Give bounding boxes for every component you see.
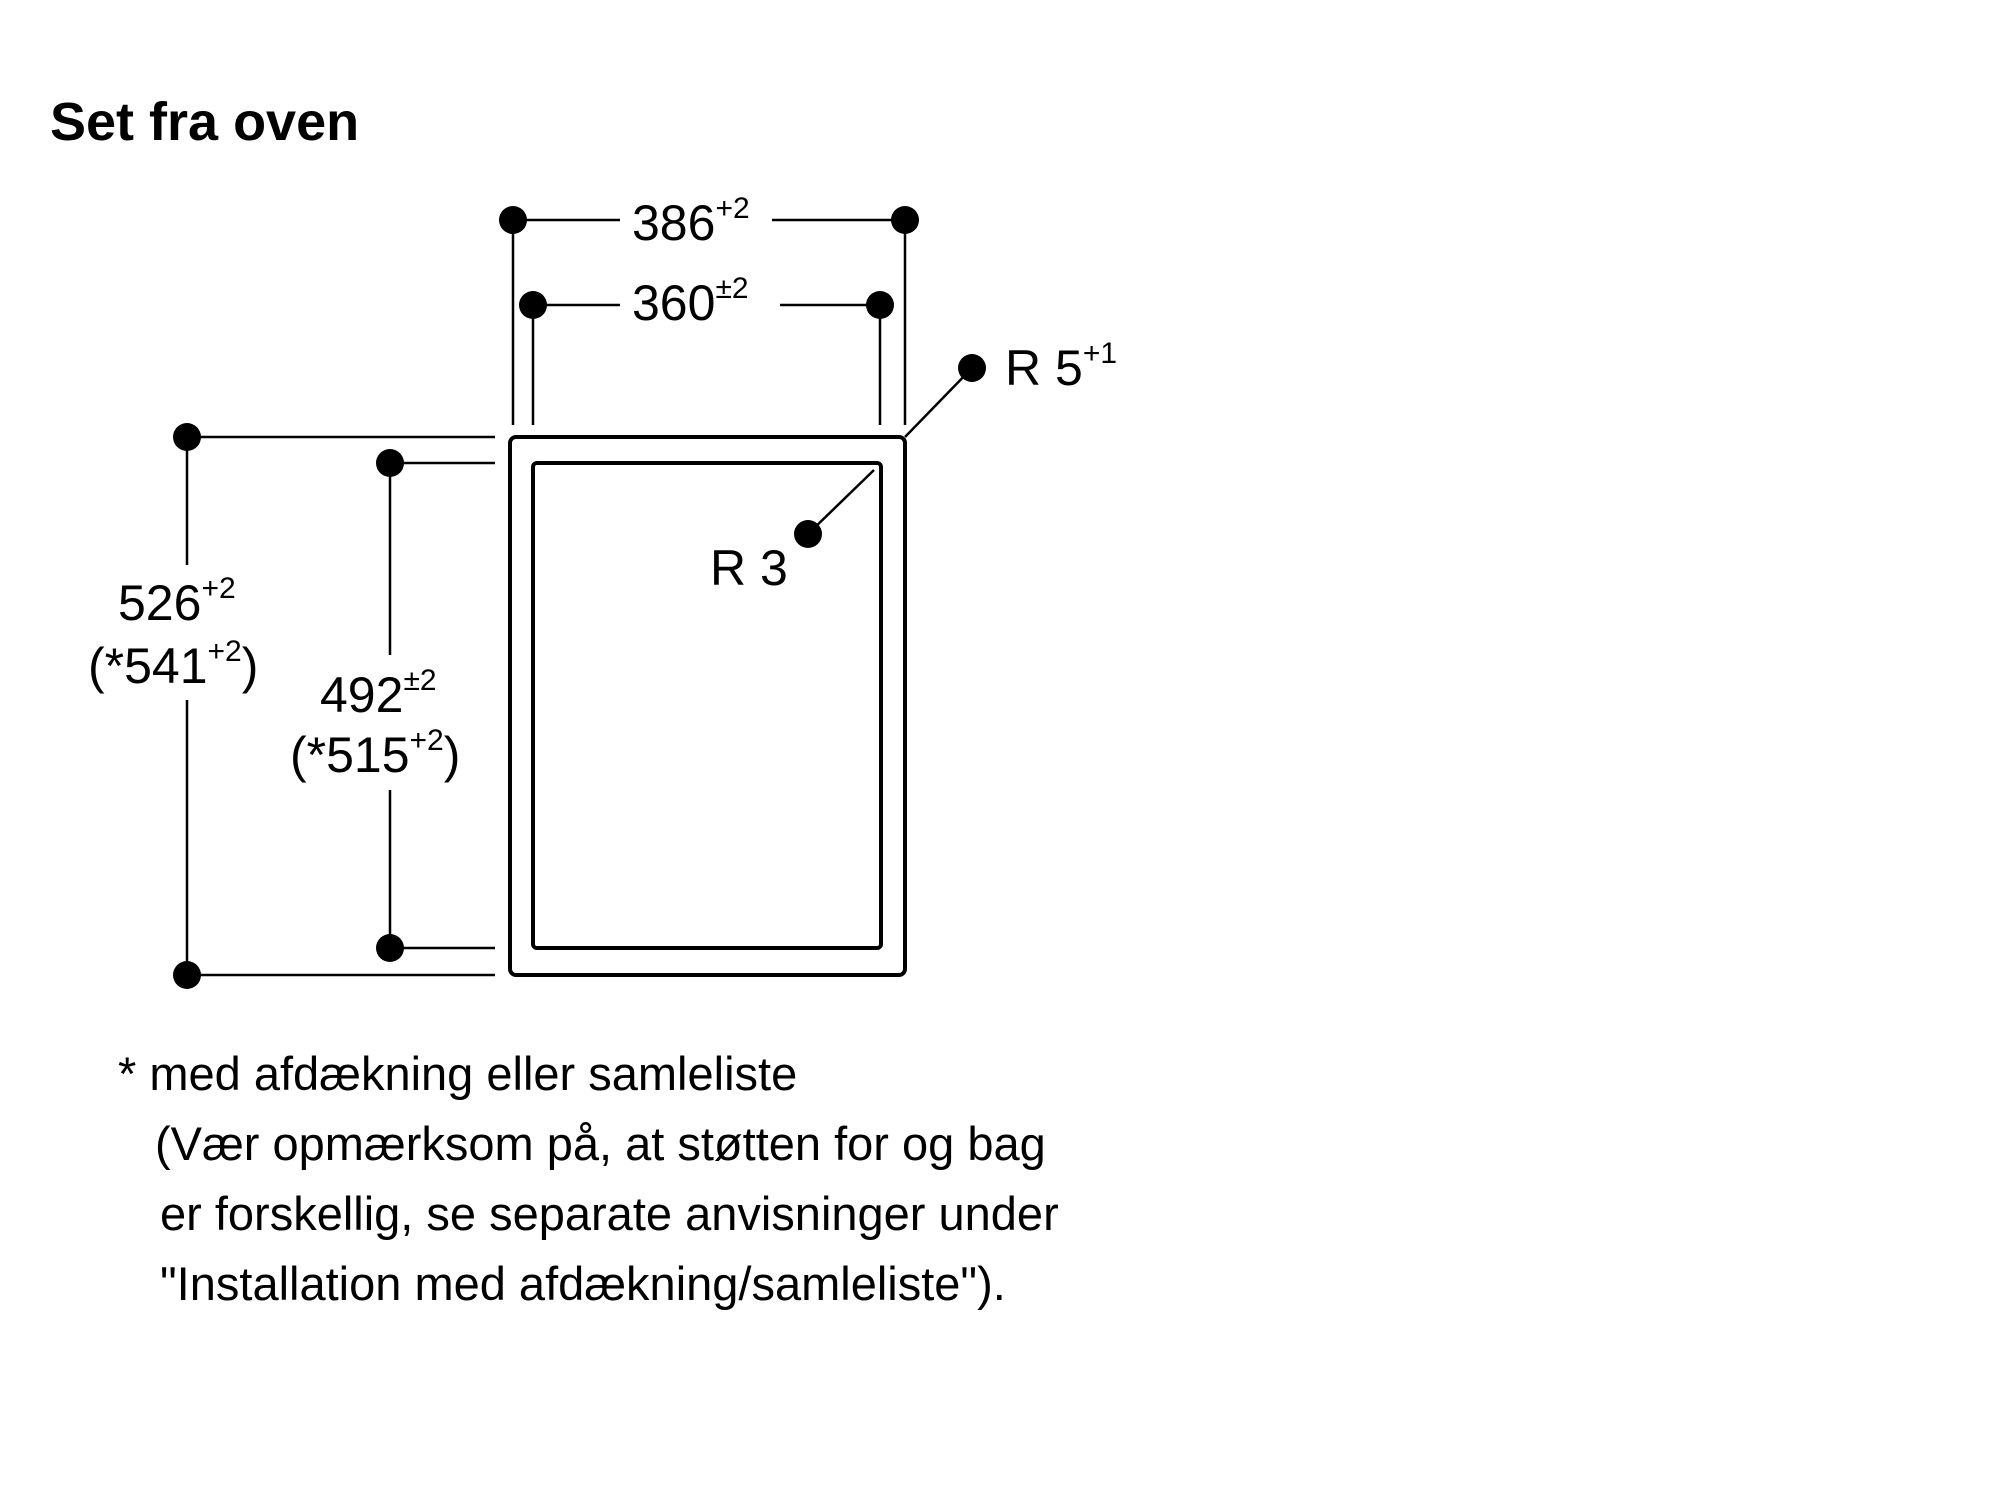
inner-radius-callout: R 3 <box>710 469 875 596</box>
diagram-title: Set fra oven <box>50 92 359 152</box>
outer-depth-dimension: 526+2 (*541+2) <box>88 423 495 989</box>
inner-depth-alt-label: (*515+2) <box>290 724 460 783</box>
dimension-endpoint-dot <box>173 423 201 451</box>
footnote: * med afdækning eller samleliste (Vær op… <box>118 1047 1059 1310</box>
outer-width-dimension: 386+2 <box>499 192 919 425</box>
inner-depth-label: 492±2 <box>320 664 437 723</box>
outer-cutout-outline <box>508 435 907 977</box>
footnote-line-3: er forskellig, se separate anvisninger u… <box>160 1187 1059 1240</box>
footnote-line-4: "Installation med afdækning/samleliste")… <box>160 1257 1006 1310</box>
inner-cutout-outline <box>531 461 883 950</box>
inner-width-label: 360±2 <box>632 272 749 331</box>
dimension-endpoint-dot <box>891 206 919 234</box>
footnote-line-2: (Vær opmærksom på, at støtten for og bag <box>155 1117 1046 1170</box>
outer-width-label: 386+2 <box>632 192 750 251</box>
dimension-endpoint-dot <box>499 206 527 234</box>
outer-radius-callout: R 5+1 <box>904 337 1117 438</box>
dimension-endpoint-dot <box>376 449 404 477</box>
dimension-endpoint-dot <box>866 291 894 319</box>
outer-depth-alt-label: (*541+2) <box>88 635 258 694</box>
dimension-endpoint-dot <box>519 291 547 319</box>
dimension-endpoint-dot <box>173 961 201 989</box>
outer-radius-label: R 5+1 <box>1005 337 1117 396</box>
radius-callout-dot <box>958 354 986 382</box>
outer-depth-label: 526+2 <box>118 572 236 631</box>
footnote-line-1: * med afdækning eller samleliste <box>118 1047 797 1100</box>
radius-callout-dot <box>794 520 822 548</box>
inner-width-dimension: 360±2 <box>519 272 894 425</box>
dimension-endpoint-dot <box>376 934 404 962</box>
inner-radius-label: R 3 <box>710 540 788 596</box>
inner-depth-dimension: 492±2 (*515+2) <box>290 449 495 962</box>
